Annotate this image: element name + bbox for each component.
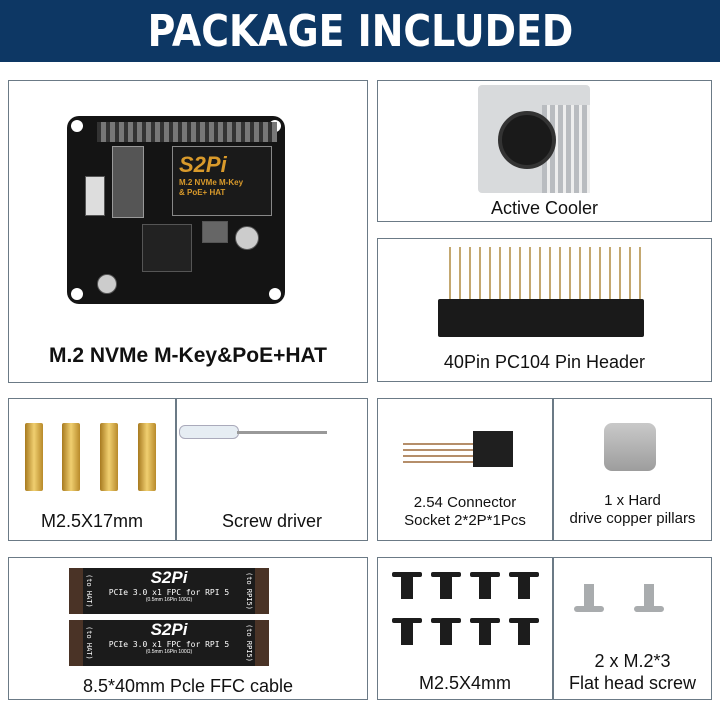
standoff-image: [138, 423, 156, 491]
black-screws-image: [392, 572, 539, 645]
hat-board-image: S2Pi M.2 NVMe M-Key& PoE+ HAT: [67, 116, 285, 304]
connector-image: [473, 431, 513, 467]
divider: [552, 558, 554, 699]
standoff-image: [100, 423, 118, 491]
hat-label: M.2 NVMe M-Key&PoE+HAT: [49, 344, 327, 367]
page-title: PACKAGE INCLUDED: [147, 5, 573, 57]
ffc-cable-image: (to HAT) S2Pi PCIe 3.0 x1 FPC for RPI 5 …: [69, 568, 269, 614]
panel-hat: S2Pi M.2 NVMe M-Key& PoE+ HAT M.2 NVMe M…: [8, 80, 368, 383]
divider: [552, 399, 554, 540]
ffc-label: 8.5*40mm Pcle FFC cable: [82, 676, 294, 696]
flat-head-screws-image: [574, 584, 664, 612]
standoff-image: [62, 423, 80, 491]
cooler-image: [478, 85, 590, 193]
panel-pin-header: 40Pin PC104 Pin Header: [377, 238, 712, 382]
screwdriver-label: Screw driver: [221, 511, 323, 531]
board-logo: S2Pi: [179, 152, 227, 177]
panel-standoffs-screwdriver: M2.5X17mm Screw driver: [8, 398, 368, 541]
divider: [175, 399, 177, 540]
ffc-cable-image: (to HAT) S2Pi PCIe 3.0 x1 FPC for RPI 5 …: [69, 620, 269, 666]
pin-header-pins: [444, 247, 644, 309]
panel-cooler: Active Cooler: [377, 80, 712, 222]
standoff-image: [25, 423, 43, 491]
connector-pins: [403, 439, 473, 463]
screwdriver-shaft: [237, 431, 327, 434]
standoffs-label: M2.5X17mm: [40, 511, 144, 531]
pin-header-label: 40Pin PC104 Pin Header: [443, 352, 646, 372]
pin-header-image: [438, 299, 644, 337]
screwdriver-image: [179, 425, 239, 439]
panel-ffc-cable: (to HAT) S2Pi PCIe 3.0 x1 FPC for RPI 5 …: [8, 557, 368, 700]
board-text: M.2 NVMe M-Key& PoE+ HAT: [179, 178, 244, 198]
copper-pillar-image: [604, 423, 656, 471]
header-banner: PACKAGE INCLUDED: [0, 0, 720, 62]
cooler-label: Active Cooler: [490, 198, 599, 218]
screws-label: M2.5X4mm: [418, 673, 512, 693]
